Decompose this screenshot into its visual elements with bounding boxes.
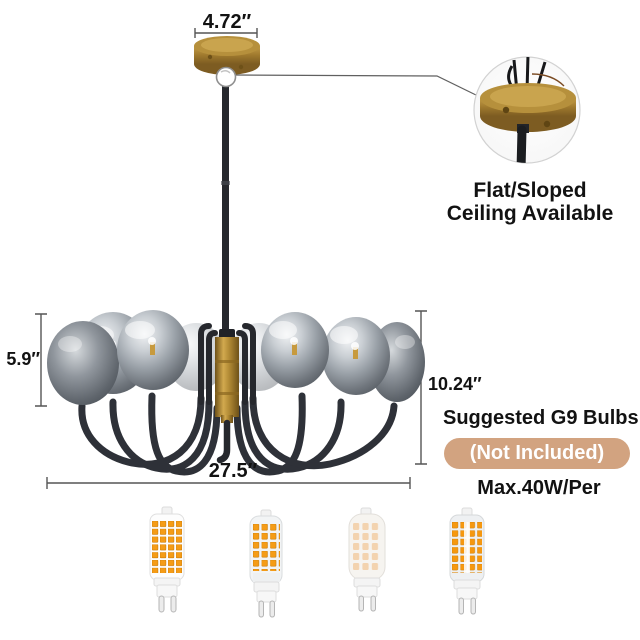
callout-leader-line xyxy=(235,74,479,97)
canopy-width-label: 4.72″ xyxy=(202,11,252,33)
hub xyxy=(215,329,239,464)
bulb-pin xyxy=(269,600,275,618)
bulb-pin xyxy=(458,597,464,615)
callout-small-wire xyxy=(531,73,565,87)
shade-height-label: 5.9″ xyxy=(6,349,40,369)
g9-bulb-image-4 xyxy=(449,507,485,615)
g9-bulb-image-2 xyxy=(249,509,283,618)
dimension-line-total-width xyxy=(46,477,411,489)
glass-globes xyxy=(47,310,425,405)
dimension-line-body-height xyxy=(415,310,427,465)
canopy-screw xyxy=(238,64,244,70)
max-wattage-label: Max.40W/Per xyxy=(477,477,601,499)
ceiling-mount-callout xyxy=(473,56,581,164)
callout-rod xyxy=(516,125,527,163)
g9-bulb-image-1 xyxy=(149,506,185,613)
not-included-badge: (Not Included) xyxy=(444,438,630,469)
ceiling-callout-line1: Flat/Sloped xyxy=(473,179,587,202)
bulb-pin xyxy=(170,595,177,613)
body-height-label: 10.24″ xyxy=(428,374,482,394)
bulb-pin xyxy=(470,597,476,615)
ceiling-callout-line2: Ceiling Available xyxy=(446,202,614,225)
g9-bulb-image-3 xyxy=(348,507,386,612)
hub-gold-body xyxy=(215,337,239,417)
bulb-pin xyxy=(358,595,364,612)
rod-joint xyxy=(221,181,230,185)
callout-canopy xyxy=(480,83,576,132)
center-drop-rod xyxy=(216,419,231,464)
glass-globe xyxy=(47,321,119,405)
total-width-label: 27.5″ xyxy=(208,460,258,482)
suggested-bulbs-title: Suggested G9 Bulbs xyxy=(443,407,639,429)
dimension-line-canopy-width xyxy=(194,28,258,38)
canopy-screw xyxy=(543,120,551,128)
bulb-pin xyxy=(370,595,376,612)
hub-bars xyxy=(198,323,256,405)
ceiling-callout-caption: Flat/Sloped Ceiling Available xyxy=(432,179,628,225)
canopy-screw xyxy=(502,106,510,114)
ball-joint-glint xyxy=(220,69,231,74)
bulb-pin xyxy=(258,600,264,618)
hub-collar xyxy=(221,415,233,423)
curved-arms xyxy=(78,392,398,476)
ceiling-canopy xyxy=(194,36,260,75)
bulb-pin xyxy=(158,595,165,613)
dimension-line-shade-height xyxy=(35,313,47,407)
canopy-screw xyxy=(207,54,213,60)
hanging-rod xyxy=(222,84,229,342)
chandelier xyxy=(47,310,425,476)
